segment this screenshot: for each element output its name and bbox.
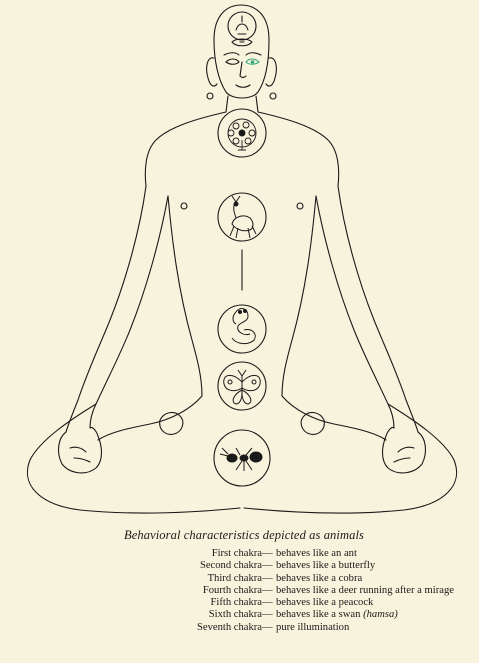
caption-title: Behavioral characteristics depicted as a… [124, 528, 364, 542]
crown-chakra-circle [227, 11, 257, 41]
swan-icon [231, 38, 253, 47]
ant-icon [219, 447, 263, 471]
deer-icon [229, 195, 257, 239]
second-chakra-circle [217, 361, 267, 411]
chakra-description: behaves like a cobra [276, 572, 363, 584]
chakra-name: Third chakra [207, 572, 262, 584]
list-item: Seventh chakra — pure illumination [196, 621, 350, 633]
first-chakra-circle [213, 429, 271, 487]
chakra-name: Fourth chakra [202, 584, 262, 596]
head-outline [213, 4, 270, 99]
fourth-chakra-circle [217, 192, 267, 242]
left-shoulder [144, 111, 227, 187]
chakra-name: Seventh chakra [196, 621, 262, 633]
chakra-description: behaves like a swan (hamsa) [276, 609, 398, 621]
meditating-figure-illustration [26, 4, 458, 514]
cobra-icon [231, 308, 256, 345]
left-foot [159, 411, 184, 435]
right-leg [243, 403, 458, 514]
left-leg [26, 403, 241, 514]
chakra-description: behaves like a butterfly [276, 560, 376, 572]
fifth-chakra-circle [217, 108, 267, 158]
chakra-description: behaves like a peacock [276, 597, 374, 609]
list-item: Fourth chakra — behaves like a deer runn… [202, 584, 454, 596]
butterfly-icon [223, 369, 261, 405]
list-item: Sixth chakra — behaves like a swan (hams… [208, 609, 398, 621]
list-item: First chakra — behaves like an ant [211, 548, 357, 559]
chakra-list: First chakra — behaves like an ant Secon… [0, 548, 479, 634]
chakra-description: behaves like an ant [276, 548, 357, 559]
left-earring [206, 92, 214, 100]
chakra-name: First chakra [211, 548, 262, 559]
list-item: Second chakra — behaves like a butterfly [199, 560, 376, 572]
right-shoulder [257, 111, 340, 187]
chakra-name: Sixth chakra [208, 609, 262, 621]
left-ear [206, 57, 218, 87]
right-ear [265, 57, 277, 87]
list-item: Third chakra — behaves like a cobra [207, 572, 363, 584]
chakra-name: Fifth chakra [210, 597, 262, 609]
chakra-description: behaves like a deer running after a mira… [276, 584, 454, 596]
peacock-icon [227, 118, 257, 151]
right-foot [300, 411, 325, 435]
right-earring [269, 92, 277, 100]
third-chakra-circle [217, 304, 267, 354]
chakra-description: pure illumination [276, 621, 350, 633]
list-item: Fifth chakra — behaves like a peacock [210, 597, 374, 609]
chakra-name: Second chakra [199, 560, 262, 572]
